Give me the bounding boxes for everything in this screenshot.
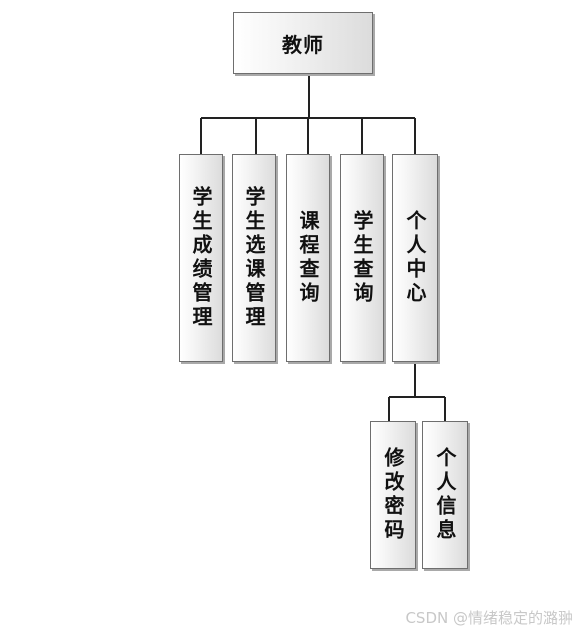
module-label: 学生查询: [350, 210, 374, 306]
module-label: 学生选课管理: [242, 186, 266, 330]
submodule-box-change-password: 修改密码: [370, 421, 416, 569]
submodule-label: 个人信息: [433, 447, 457, 543]
module-label: 学生成绩管理: [189, 186, 213, 330]
module-label: 个人中心: [403, 210, 427, 306]
submodule-label: 修改密码: [381, 447, 405, 543]
module-box-student-query: 学生查询: [340, 154, 384, 362]
module-box-course-query: 课程查询: [286, 154, 330, 362]
root-node-label: 教师: [282, 32, 324, 57]
watermark-text: CSDN @情绪稳定的潞翀: [405, 609, 573, 627]
module-box-personal-center: 个人中心: [392, 154, 438, 362]
root-node-box: 教师: [233, 12, 373, 74]
submodule-box-personal-info: 个人信息: [422, 421, 468, 569]
module-box-course-selection: 学生选课管理: [232, 154, 276, 362]
module-box-student-grades: 学生成绩管理: [179, 154, 223, 362]
module-label: 课程查询: [296, 210, 320, 306]
